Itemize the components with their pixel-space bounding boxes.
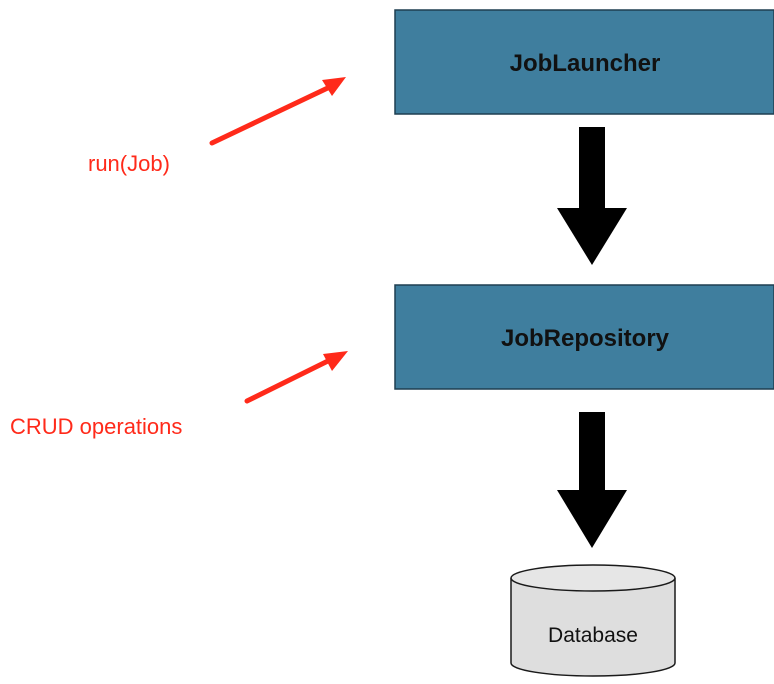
crud-operations-label: CRUD operations (10, 414, 182, 439)
job-launcher-label: JobLauncher (510, 50, 661, 77)
run-job-annotation: run(Job) (88, 77, 346, 176)
job-repository-box (394, 284, 774, 390)
run-job-pointer-line (209, 82, 337, 146)
run-job-pointer-head (322, 77, 346, 96)
flow-arrow-launcher-to-repository (557, 127, 627, 265)
database-cylinder-top (510, 564, 676, 592)
crud-operations-annotation: CRUD operations (10, 351, 348, 439)
job-launcher-box (394, 9, 774, 115)
job-repository-label: JobRepository (501, 325, 670, 352)
job-launcher-component: JobLauncher (394, 9, 774, 115)
crud-pointer-head (323, 351, 348, 371)
database-cylinder-body (510, 578, 676, 677)
flow-arrow-repository-to-database (557, 412, 627, 548)
run-job-label: run(Job) (88, 151, 170, 176)
database-component: Database (510, 564, 676, 677)
job-repository-component: JobRepository (394, 284, 774, 390)
crud-pointer-line (244, 355, 337, 404)
database-label: Database (548, 624, 638, 647)
